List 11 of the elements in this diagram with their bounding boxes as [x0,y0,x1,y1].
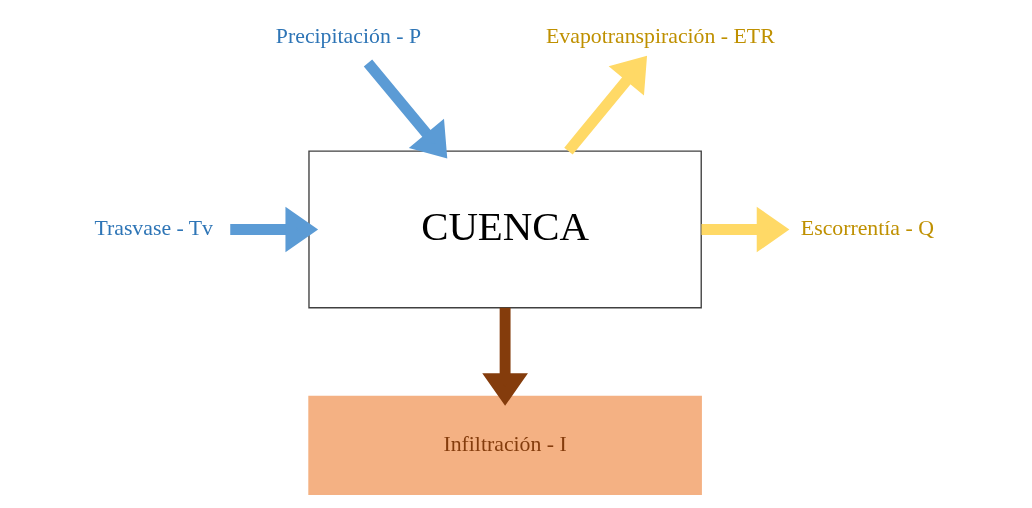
node-text: Evapotranspiración - ETR [546,24,775,49]
node-text: Precipitación - P [275,24,422,49]
node-box: Infiltración - I [308,395,702,496]
arrow [230,206,319,253]
arrow [564,55,648,155]
node-box: CUENCA [308,150,702,309]
node-text: Escorrentía - Q [800,215,934,240]
arrow [701,206,790,253]
arrow [363,59,448,159]
arrow [482,307,528,406]
node-text: Trasvase - Tv [94,215,214,240]
